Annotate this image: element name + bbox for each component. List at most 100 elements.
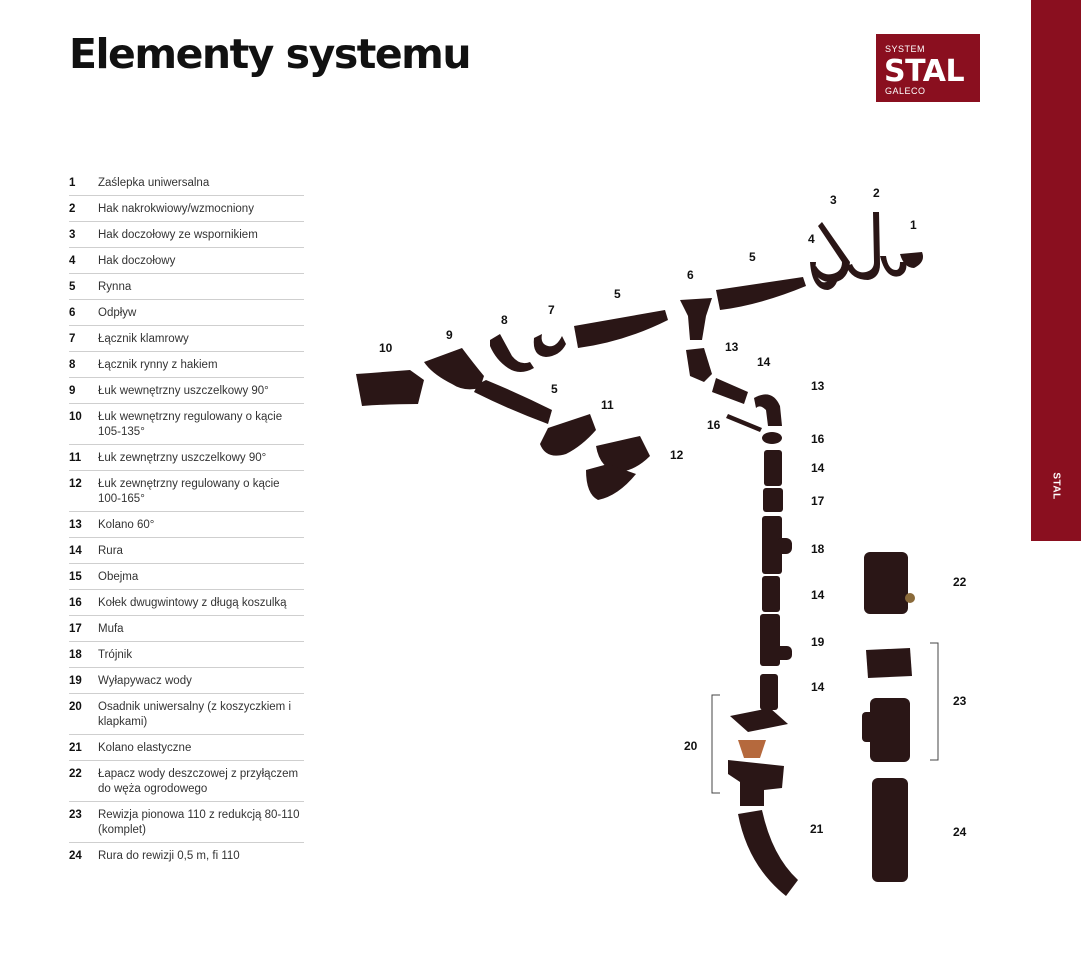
pipe-bracket-part xyxy=(762,432,782,444)
end-cap-part xyxy=(900,252,923,268)
callout-14-upper: 14 xyxy=(757,355,771,369)
legend-label: Trójnik xyxy=(98,649,133,661)
legend-item: 15 Obejma xyxy=(69,564,304,590)
legend-number: 22 xyxy=(69,768,82,780)
group-bracket-23 xyxy=(930,642,939,761)
callout-16-right: 16 xyxy=(811,432,825,446)
elbow-part xyxy=(540,414,596,456)
callout-16-left: 16 xyxy=(707,418,721,432)
callout-8: 8 xyxy=(501,313,508,327)
legend-number: 20 xyxy=(69,701,82,713)
legend-number: 7 xyxy=(69,333,76,345)
legend-label: Kolano elastyczne xyxy=(98,742,192,754)
callout-18: 18 xyxy=(811,542,825,556)
callout-12: 12 xyxy=(670,448,684,462)
hook-part xyxy=(880,256,907,277)
gutter-part xyxy=(716,277,806,310)
legend-label: Hak doczołowy xyxy=(98,255,176,267)
legend-number: 15 xyxy=(69,571,82,583)
callout-19: 19 xyxy=(811,635,825,649)
legend-label: Kołek dwugwintowy z długą koszulką xyxy=(98,597,287,609)
tee-part xyxy=(762,516,782,574)
rainwater-catcher-valve xyxy=(905,593,915,603)
connector-part xyxy=(490,334,534,372)
settler-part xyxy=(728,760,784,806)
legend-label: Obejma xyxy=(98,571,139,583)
revision-pipe-part xyxy=(872,778,908,882)
gutter-part xyxy=(574,310,668,348)
callout-17: 17 xyxy=(811,494,825,508)
legend-number: 11 xyxy=(69,452,82,464)
callout-22: 22 xyxy=(953,575,967,589)
legend-label: Osadnik uniwersalny (z koszyczkiem i kla… xyxy=(98,701,292,728)
legend-label: Łuk wewnętrzny regulowany o kącie 105-13… xyxy=(98,411,283,438)
rainwater-catcher-part xyxy=(864,552,908,614)
legend-item: 20 Osadnik uniwersalny (z koszyczkiem i k… xyxy=(69,694,304,735)
legend-item: 14 Rura xyxy=(69,538,304,564)
pipe-elbow-part xyxy=(686,348,712,382)
legend-label: Rura xyxy=(98,545,123,557)
legend-number: 6 xyxy=(69,307,76,319)
legend-label: Hak doczołowy ze wspornikiem xyxy=(98,229,258,241)
callout-13-upper: 13 xyxy=(725,340,739,354)
callout-6: 6 xyxy=(687,268,694,282)
group-bracket-20 xyxy=(711,694,720,794)
pipe-bracket-part xyxy=(726,414,762,432)
tee-part xyxy=(776,538,792,554)
callout-5-top: 5 xyxy=(749,250,756,264)
legend-label: Wyłapywacz wody xyxy=(98,675,192,687)
pipe-elbow-part xyxy=(754,394,782,426)
callout-20: 20 xyxy=(684,739,698,753)
pipe-part xyxy=(764,450,782,486)
callout-11: 11 xyxy=(601,398,614,412)
gutter-part xyxy=(474,380,552,424)
legend-label: Mufa xyxy=(98,623,124,635)
callout-14-c: 14 xyxy=(811,680,825,694)
legend-number: 13 xyxy=(69,519,82,531)
flexible-elbow-part xyxy=(738,810,798,896)
legend-item: 1 Zaślepka uniwersalna xyxy=(69,170,304,196)
callout-9: 9 xyxy=(446,328,453,342)
legend-label: Łącznik rynny z hakiem xyxy=(98,359,218,371)
water-diverter-part xyxy=(774,646,792,660)
water-diverter-part xyxy=(760,614,780,666)
legend-number: 1 xyxy=(69,177,76,189)
legend-number: 14 xyxy=(69,545,82,557)
pipe-part xyxy=(760,674,778,710)
callout-14-a: 14 xyxy=(811,461,825,475)
side-section-tab: STAL xyxy=(1031,0,1081,541)
legend-label: Łuk wewnętrzny uszczelkowy 90° xyxy=(98,385,269,397)
callout-7: 7 xyxy=(548,303,555,317)
legend-label: Łącznik klamrowy xyxy=(98,333,189,345)
callout-3: 3 xyxy=(830,193,837,207)
callout-5-middle: 5 xyxy=(614,287,621,301)
legend-number: 12 xyxy=(69,478,82,490)
legend-number: 23 xyxy=(69,809,82,821)
hook-part xyxy=(812,222,850,283)
outlet-part xyxy=(680,298,712,340)
logo-line-system: SYSTEM xyxy=(885,44,926,54)
revision-part xyxy=(862,712,876,742)
legend-item: 7 Łącznik klamrowy xyxy=(69,326,304,352)
elbow-part xyxy=(586,464,636,500)
elbow-part xyxy=(596,436,650,472)
legend-number: 18 xyxy=(69,649,82,661)
legend-number: 2 xyxy=(69,203,76,215)
callout-14-b: 14 xyxy=(811,588,825,602)
legend-label: Zaślepka uniwersalna xyxy=(98,177,210,189)
legend-label: Łuk zewnętrzny regulowany o kącie 100-16… xyxy=(98,478,280,505)
socket-part xyxy=(763,488,783,512)
legend-label: Rynna xyxy=(98,281,132,293)
revision-part xyxy=(870,698,910,762)
